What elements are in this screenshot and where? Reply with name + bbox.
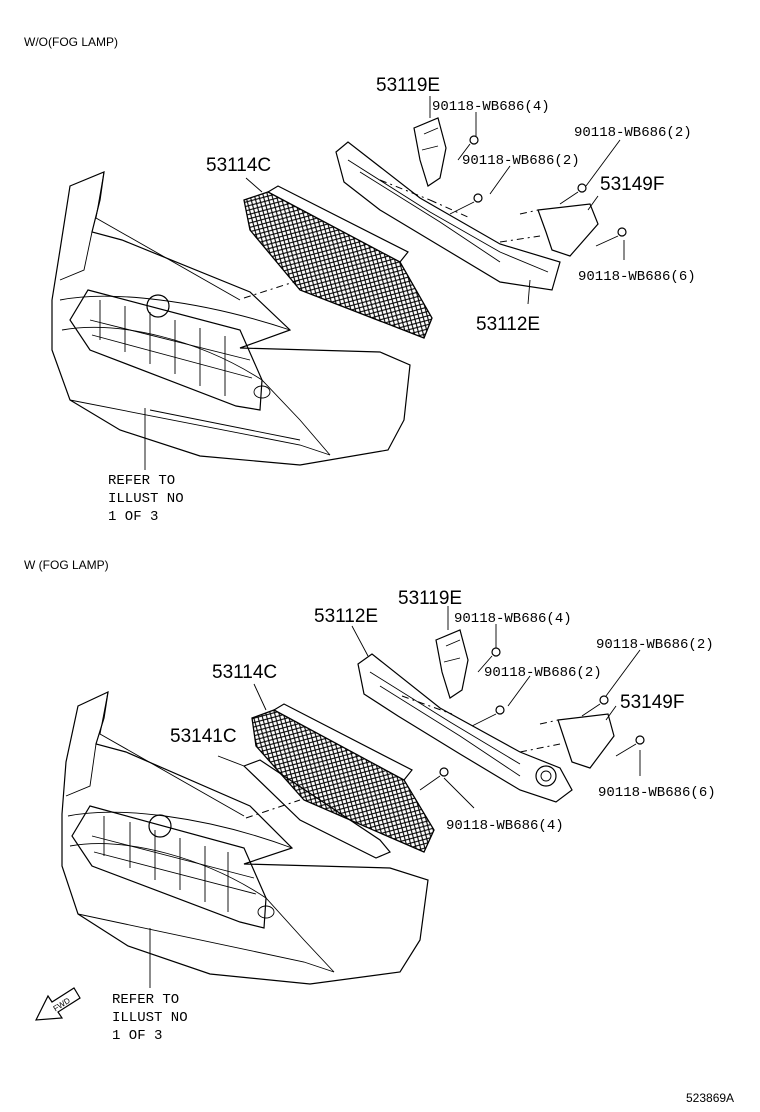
part-label-90118-wb686-2: 90118-WB686(2)	[596, 637, 714, 653]
part-label-90118-wb686-4: 90118-WB686(4)	[432, 99, 550, 115]
refer-note-line-1: REFER TO	[108, 473, 175, 489]
leader-lines-top	[245, 96, 625, 305]
refer-note-line-3: 1 OF 3	[108, 509, 158, 525]
fwd-label: FWD	[52, 996, 72, 1013]
refer-note-line-2: ILLUST NO	[112, 1010, 188, 1026]
bracket-53119e-top	[413, 117, 447, 187]
part-label-53114c: 53114C	[212, 662, 277, 683]
part-label-53112e: 53112E	[314, 606, 378, 627]
forward-arrow-icon: FWD	[34, 987, 81, 1021]
part-label-53112e: 53112E	[476, 314, 540, 335]
screw-icon	[449, 135, 627, 247]
bracket-53112e-top	[335, 141, 561, 291]
part-label-90118-wb686-6: 90118-WB686(6)	[598, 785, 716, 801]
part-label-90118-wb686-4: 90118-WB686(4)	[446, 818, 564, 834]
part-label-90118-wb686-2: 90118-WB686(2)	[484, 665, 602, 681]
part-label-53141c: 53141C	[170, 726, 237, 747]
grille-mesh-53114c-bottom	[245, 703, 435, 853]
bracket-53149f-top	[519, 203, 599, 257]
part-label-53119e: 53119E	[376, 75, 440, 96]
part-label-53114c: 53114C	[206, 155, 271, 176]
part-label-90118-wb686-2: 90118-WB686(2)	[574, 125, 692, 141]
top-section-heading: W/O(FOG LAMP)	[24, 35, 118, 49]
bumper-cover-top	[51, 171, 411, 470]
refer-note-line-3: 1 OF 3	[112, 1028, 162, 1044]
part-label-90118-wb686-4: 90118-WB686(4)	[454, 611, 572, 627]
trim-strip-53141c	[217, 755, 391, 859]
part-label-53149f: 53149F	[600, 174, 664, 195]
refer-note-line-2: ILLUST NO	[108, 491, 184, 507]
leader-lines-bottom	[253, 606, 641, 809]
illustration-id: 523869A	[686, 1091, 734, 1105]
bottom-section-heading: W (FOG LAMP)	[24, 558, 109, 572]
bracket-53112e-bottom	[357, 653, 573, 803]
refer-note-line-1: REFER TO	[112, 992, 179, 1008]
grille-mesh-53114c-top	[243, 185, 433, 339]
part-label-53149f: 53149F	[620, 692, 684, 713]
part-label-90118-wb686-2: 90118-WB686(2)	[462, 153, 580, 169]
part-label-90118-wb686-6: 90118-WB686(6)	[578, 269, 696, 285]
bumper-cover-bottom	[61, 690, 429, 988]
bracket-53149f-bottom	[539, 713, 615, 769]
bracket-53119e-bottom	[435, 629, 469, 699]
part-label-53119e: 53119E	[398, 588, 462, 609]
